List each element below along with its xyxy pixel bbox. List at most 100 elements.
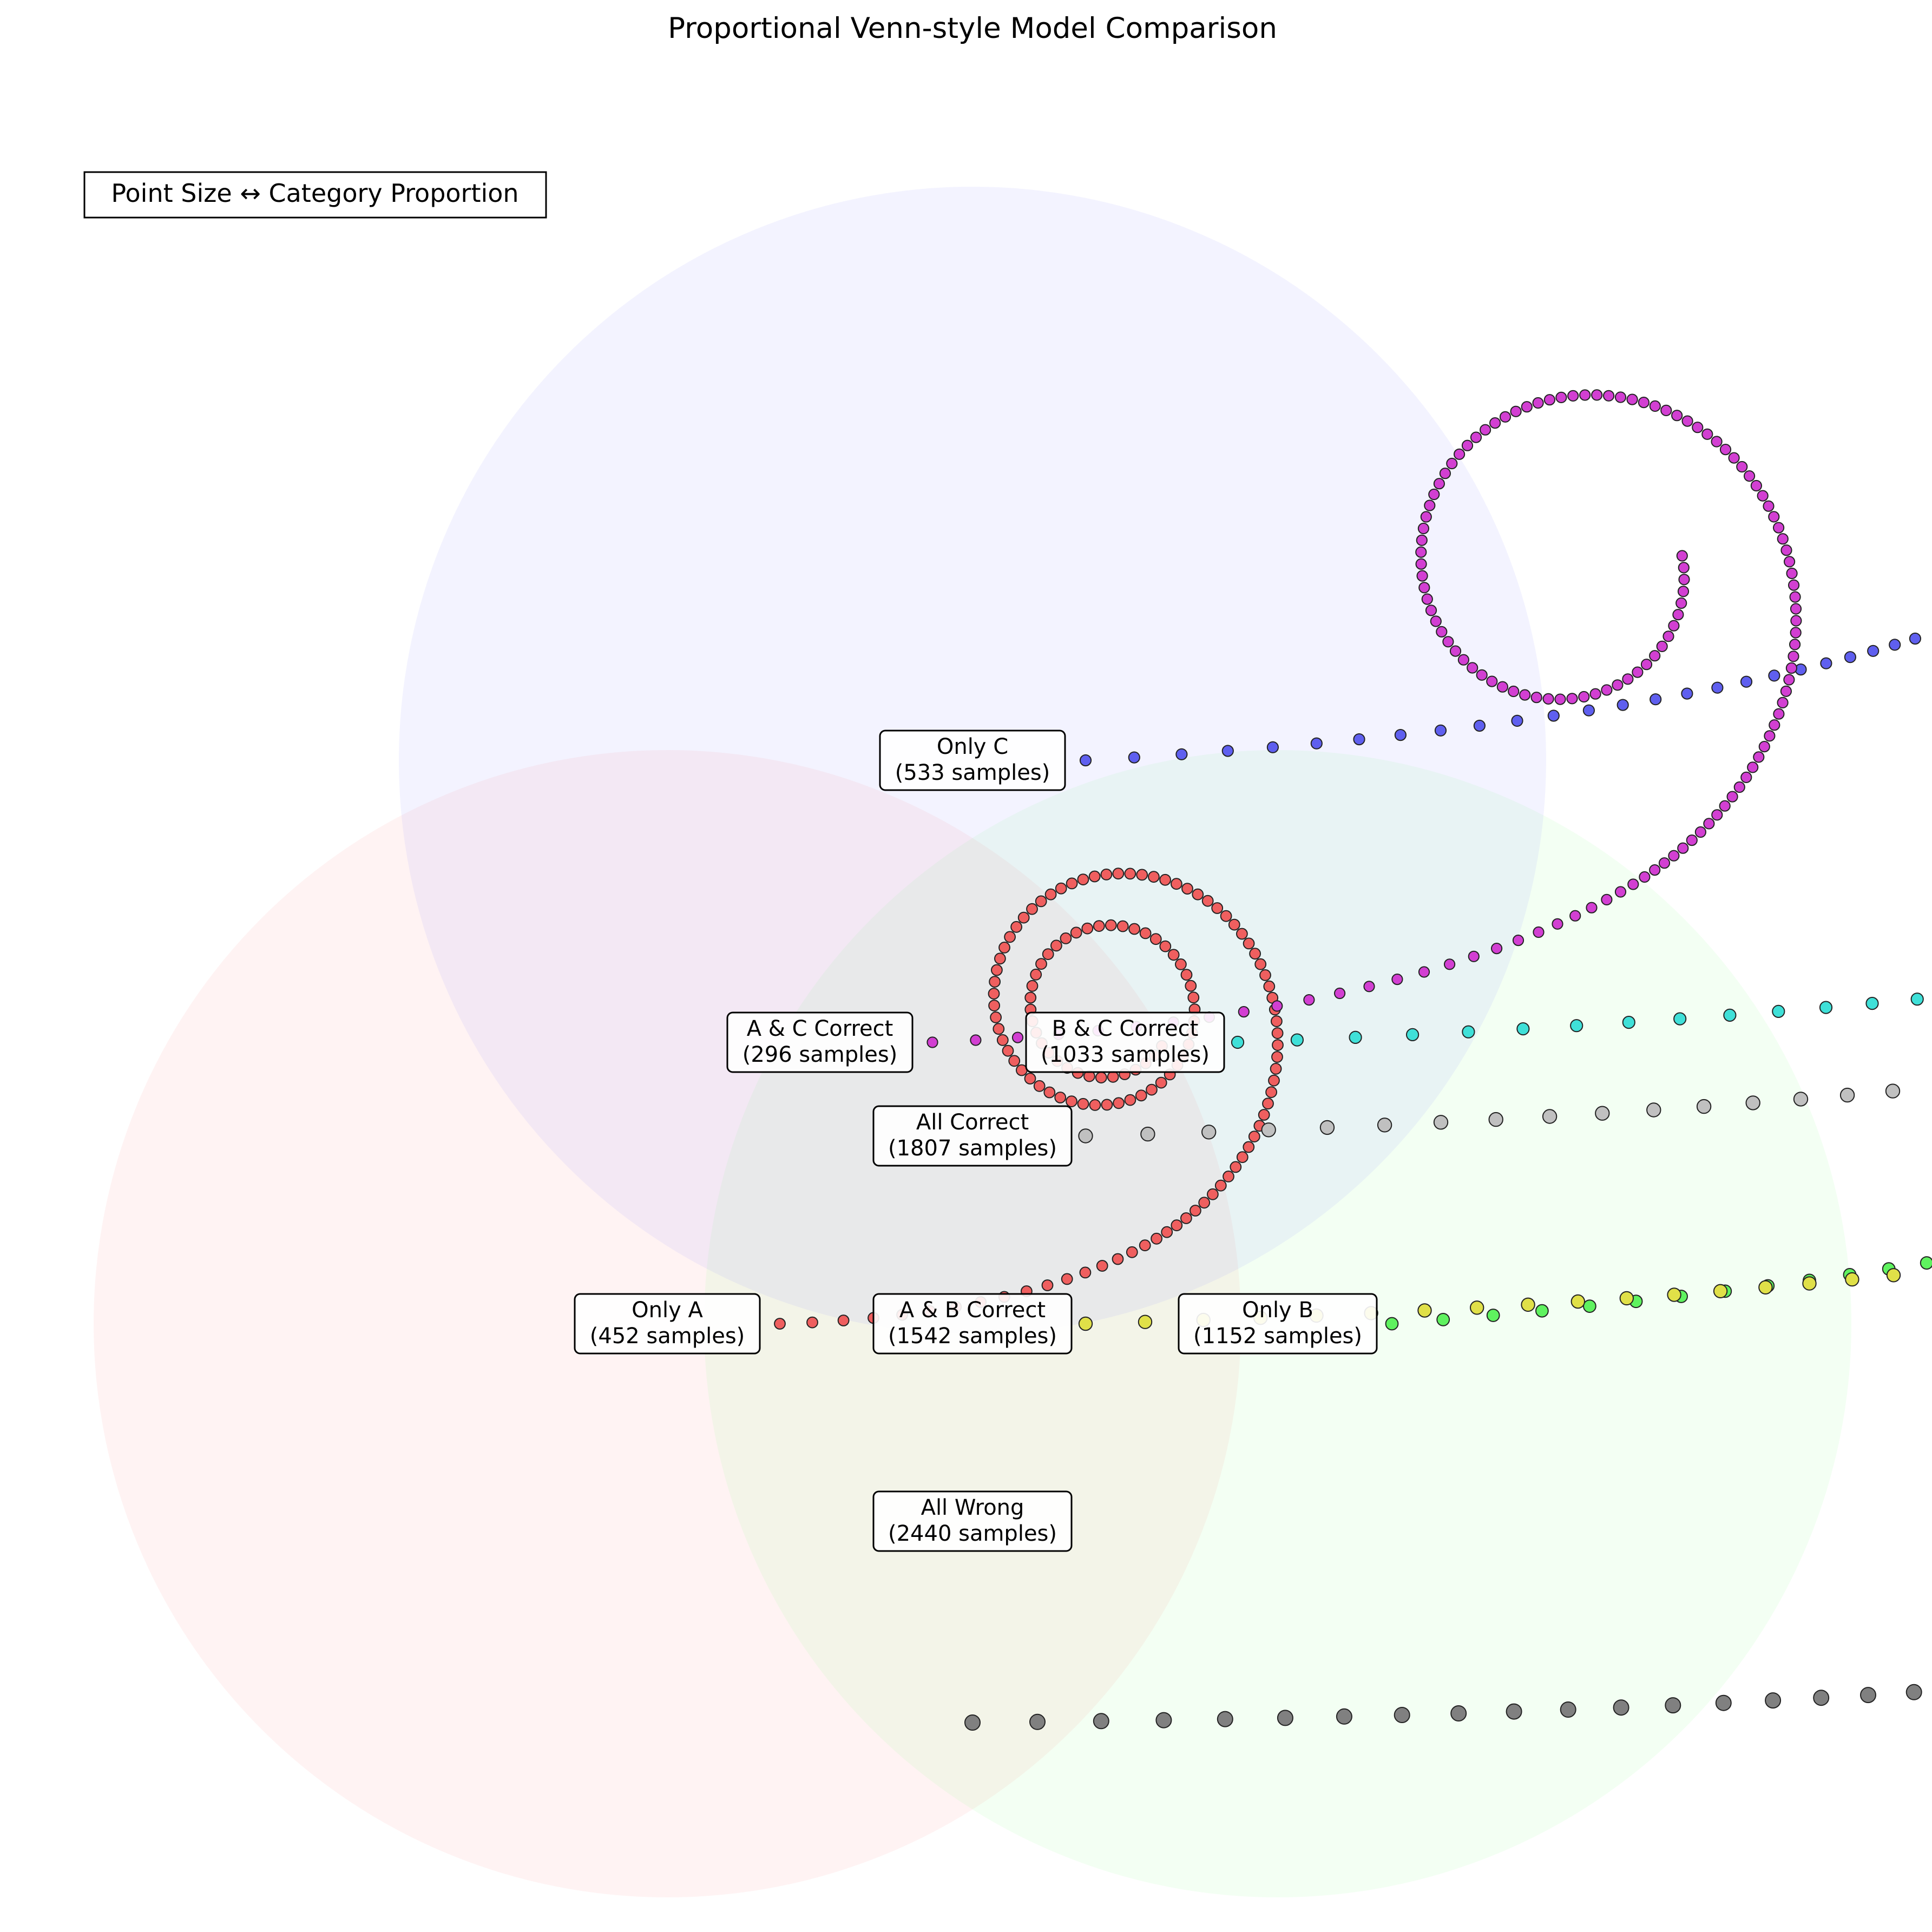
point-a-and-c-correct: [1454, 448, 1466, 460]
point-a-and-c-correct: [1470, 431, 1482, 443]
point-a-and-c-correct: [1668, 850, 1680, 862]
point-all-wrong: [1905, 1684, 1922, 1700]
label-all-correct: All Correct(1807 samples): [872, 1105, 1073, 1167]
point-only-a: [1268, 1074, 1280, 1087]
point-only-a: [1167, 949, 1180, 961]
point-only-a: [1050, 939, 1062, 952]
point-only-c: [1079, 754, 1092, 767]
point-only-a: [1124, 868, 1136, 880]
point-only-a: [1054, 1092, 1067, 1103]
point-a-and-b-correct: [1570, 1294, 1586, 1309]
point-b-and-c-correct: [1723, 1008, 1737, 1022]
point-only-c: [1740, 675, 1753, 688]
point-a-and-c-correct: [1457, 654, 1469, 666]
point-only-a: [1124, 1094, 1136, 1106]
point-only-a: [1088, 870, 1101, 883]
point-only-a: [1187, 991, 1200, 1004]
point-series-b-and-c-correct: [1231, 993, 1924, 1049]
point-a-and-c-correct: [1678, 562, 1690, 574]
label-b-and-c-correct: B & C Correct(1033 samples): [1025, 1011, 1225, 1073]
point-a-and-c-correct: [1694, 826, 1706, 838]
point-only-a: [1230, 1161, 1242, 1173]
point-only-b: [1920, 1256, 1932, 1270]
point-b-and-c-correct: [1865, 997, 1879, 1010]
point-a-and-c-correct: [1757, 490, 1769, 502]
point-only-c: [1909, 632, 1921, 645]
point-only-c: [1394, 729, 1407, 741]
point-a-and-c-correct: [1439, 468, 1451, 479]
point-a-and-c-correct: [1677, 586, 1690, 597]
point-a-and-b-correct: [1078, 1316, 1093, 1331]
point-only-c: [1711, 681, 1724, 694]
point-a-and-c-correct: [1614, 391, 1627, 403]
point-a-and-c-correct: [1391, 974, 1403, 985]
point-only-a: [1139, 1239, 1151, 1252]
point-only-a: [1159, 940, 1172, 952]
label-name: Only C: [937, 734, 1008, 759]
chart-title: Proportional Venn-style Model Comparison: [668, 12, 1277, 45]
point-a-and-c-correct: [1417, 522, 1429, 535]
point-only-a: [1223, 1171, 1234, 1182]
point-only-a: [998, 942, 1010, 954]
point-a-and-c-correct: [1777, 533, 1789, 545]
point-a-and-c-correct: [1421, 593, 1433, 605]
point-only-a: [1043, 1086, 1056, 1099]
point-a-and-c-correct: [1579, 389, 1591, 401]
point-only-a: [1220, 910, 1232, 922]
point-only-a: [1207, 1188, 1219, 1200]
point-all-wrong: [1336, 1708, 1352, 1725]
point-only-a: [1146, 1083, 1158, 1096]
point-a-and-c-correct: [1649, 864, 1661, 876]
point-only-c: [1681, 687, 1693, 700]
label-count: (1033 samples): [1041, 1042, 1210, 1067]
point-b-and-c-correct: [1819, 1001, 1833, 1014]
point-only-a: [1171, 1219, 1183, 1232]
point-a-and-c-correct: [1603, 390, 1615, 402]
label-name: B & C Correct: [1052, 1016, 1199, 1041]
point-a-and-c-correct: [1789, 591, 1801, 603]
point-a-and-c-correct: [1578, 691, 1590, 703]
point-only-a: [1026, 903, 1038, 915]
point-a-and-c-correct: [1425, 604, 1437, 616]
point-a-and-c-correct: [1428, 488, 1440, 501]
label-name: Only B: [1242, 1298, 1313, 1323]
point-a-and-c-correct: [1740, 771, 1752, 784]
point-a-and-c-correct: [1747, 761, 1759, 773]
point-only-a: [1180, 1212, 1192, 1224]
point-a-and-c-correct: [1785, 662, 1797, 674]
point-all-wrong: [1217, 1711, 1233, 1727]
point-only-c: [1128, 751, 1140, 764]
point-all-wrong: [1029, 1713, 1046, 1730]
point-b-and-c-correct: [1516, 1022, 1530, 1036]
point-only-a: [1035, 958, 1047, 970]
point-a-and-c-correct: [1769, 719, 1780, 731]
point-all-wrong: [1506, 1703, 1522, 1720]
point-a-and-c-correct: [1461, 439, 1474, 451]
point-only-a: [1262, 1098, 1274, 1110]
point-all-correct: [1261, 1122, 1276, 1138]
point-a-and-c-correct: [1433, 478, 1445, 490]
point-a-and-c-correct: [1442, 636, 1454, 648]
point-only-a: [1101, 1099, 1113, 1111]
point-a-and-c-correct: [1790, 627, 1802, 639]
point-a-and-c-correct: [1416, 534, 1428, 546]
point-a-and-c-correct: [1491, 943, 1503, 955]
point-only-a: [988, 988, 1000, 1000]
point-a-and-c-correct: [1768, 511, 1780, 523]
label-a-and-b-correct: A & B Correct(1542 samples): [872, 1293, 1073, 1355]
point-a-and-c-correct: [1784, 556, 1796, 568]
point-only-a: [1192, 888, 1204, 901]
point-a-and-c-correct: [1416, 570, 1428, 582]
label-name: A & B Correct: [899, 1298, 1046, 1323]
point-b-and-c-correct: [1349, 1030, 1362, 1044]
point-only-c: [1889, 639, 1901, 651]
point-only-c: [1582, 704, 1595, 717]
point-a-and-c-correct: [1555, 391, 1567, 404]
point-a-and-b-correct: [1758, 1280, 1773, 1295]
label-box: [574, 1293, 761, 1355]
point-only-a: [1228, 918, 1240, 931]
point-all-correct: [1839, 1087, 1855, 1103]
point-all-wrong: [1450, 1705, 1467, 1721]
